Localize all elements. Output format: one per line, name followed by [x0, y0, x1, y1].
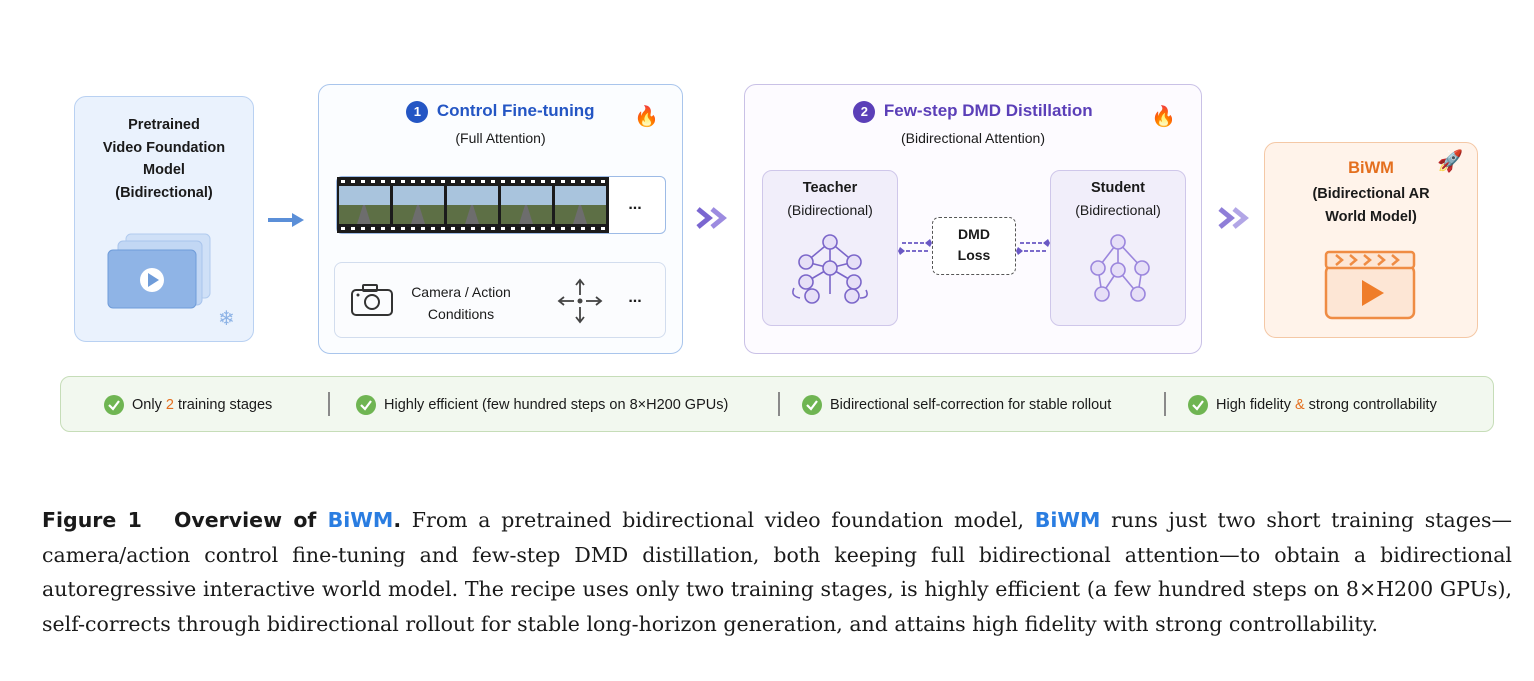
stage2-header: 2 Few-step DMD Distillation	[744, 101, 1202, 123]
check-icon	[356, 395, 376, 415]
dmd-loss-label: DMD Loss	[932, 224, 1016, 266]
film-frames	[337, 177, 609, 233]
stage2-number: 2	[853, 101, 875, 123]
separator	[328, 392, 330, 416]
arrow-right-icon	[266, 210, 306, 230]
stage2-subtitle: (Bidirectional Attention)	[744, 128, 1202, 148]
pretrained-line1: Pretrained	[74, 114, 254, 137]
benefit-self-correction: Bidirectional self-correction for stable…	[830, 396, 1111, 414]
fire-icon: 🔥	[634, 104, 659, 129]
biwm-description: (Bidirectional AR World Model)	[1264, 183, 1478, 228]
camera-icon	[350, 283, 394, 317]
caption-title-name: BiWM	[328, 508, 394, 532]
caption-title: Overview of BiWM.	[174, 508, 401, 532]
benefit-stages-post: training stages	[174, 397, 272, 413]
separator	[1164, 392, 1166, 416]
chevron-double-right-icon	[1216, 206, 1256, 230]
conditions-more: ...	[620, 289, 650, 307]
snowflake-icon: ❄	[218, 306, 235, 331]
benefit-fidelity: High fidelity & strong controllability	[1216, 396, 1437, 414]
benefit-fidelity-post: strong controllability	[1305, 397, 1437, 413]
stage2-title: Few-step DMD Distillation	[884, 101, 1093, 120]
bidirectional-arrow-icon	[898, 238, 932, 256]
check-icon	[104, 395, 124, 415]
student-sublabel: (Bidirectional)	[1050, 200, 1186, 220]
video-stack-icon	[100, 228, 220, 318]
biwm-line2: World Model)	[1264, 206, 1478, 229]
rocket-icon: 🚀	[1437, 150, 1463, 174]
action-arrows-icon	[556, 277, 604, 325]
dmd-loss-line1: DMD	[932, 224, 1016, 245]
caption-label: Figure 1	[42, 508, 142, 532]
benefit-stages-pre: Only	[132, 397, 166, 413]
caption-title-post: .	[393, 508, 401, 532]
stage1-number: 1	[406, 101, 428, 123]
pretrained-line4: (Bidirectional)	[74, 182, 254, 205]
caption-title-pre: Overview of	[174, 508, 328, 532]
chevron-double-right-icon	[694, 206, 734, 230]
figure-caption: Figure 1 Overview of BiWM. From a pretra…	[42, 503, 1512, 641]
caption-name-2: BiWM	[1035, 508, 1101, 532]
stage1-subtitle: (Full Attention)	[318, 128, 683, 148]
benefit-fidelity-amp: &	[1295, 397, 1305, 413]
student-network-icon	[1076, 230, 1160, 310]
student-label: Student	[1050, 177, 1186, 200]
check-icon	[1188, 395, 1208, 415]
bidirectional-arrow-icon	[1016, 238, 1050, 256]
benefit-efficient: Highly efficient (few hundred steps on 8…	[384, 396, 728, 414]
frames-more: ...	[620, 196, 650, 214]
conditions-line1: Camera / Action	[396, 281, 526, 303]
benefit-stages: Only 2 training stages	[132, 396, 272, 414]
teacher-label: Teacher	[762, 177, 898, 200]
stage1-title: Control Fine-tuning	[437, 101, 595, 120]
benefit-stages-number: 2	[166, 397, 174, 413]
check-icon	[802, 395, 822, 415]
biwm-line1: (Bidirectional AR	[1264, 183, 1478, 206]
fire-icon: 🔥	[1151, 104, 1176, 129]
dmd-loss-line2: Loss	[932, 245, 1016, 266]
conditions-label: Camera / Action Conditions	[396, 281, 526, 325]
conditions-line2: Conditions	[396, 303, 526, 325]
caption-text-1: From a pretrained bidirectional video fo…	[401, 508, 1035, 532]
stage1-header: 1 Control Fine-tuning	[318, 101, 683, 123]
teacher-sublabel: (Bidirectional)	[762, 200, 898, 220]
separator	[778, 392, 780, 416]
pretrained-line3: Model	[74, 159, 254, 182]
benefit-fidelity-pre: High fidelity	[1216, 397, 1295, 413]
teacher-network-icon	[786, 230, 874, 310]
pretrained-line2: Video Foundation	[74, 137, 254, 160]
clapperboard-icon	[1322, 248, 1418, 320]
pretrained-title: Pretrained Video Foundation Model (Bidir…	[74, 114, 254, 204]
